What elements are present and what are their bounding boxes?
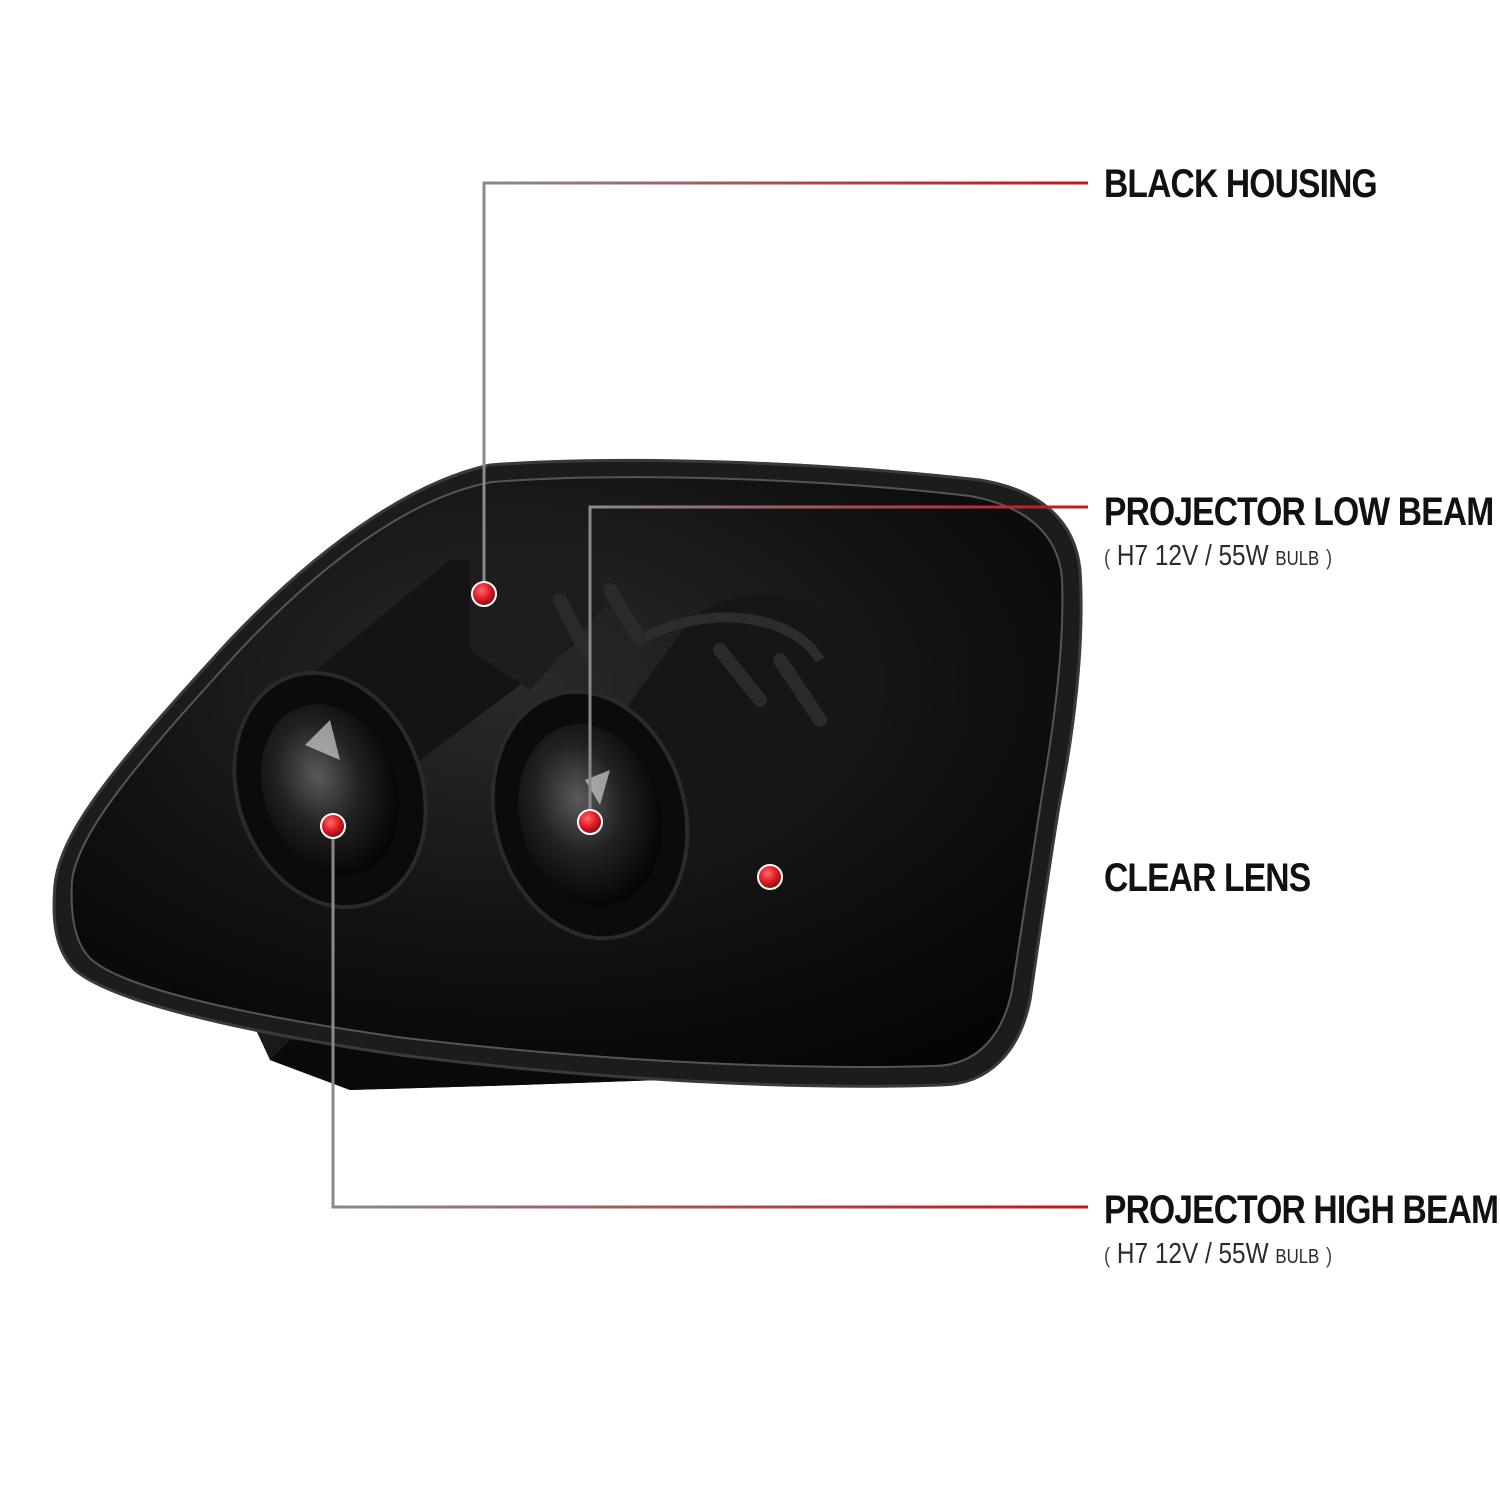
- callout-title-black-housing: BLACK HOUSING: [1104, 162, 1378, 206]
- red-dot-marker-icon: [471, 581, 497, 607]
- leader-line-low-beam: [588, 505, 1088, 822]
- callout-spec-high-beam: ( H7 12V / 55W BULB ): [1104, 1238, 1332, 1273]
- callout-title-projector-high-beam: PROJECTOR HIGH BEAM: [1104, 1188, 1499, 1232]
- leader-line-black-housing: [482, 181, 1088, 594]
- callout-title-projector-low-beam: PROJECTOR LOW BEAM: [1104, 490, 1494, 534]
- low-beam-lens: [490, 689, 690, 941]
- spec-bulb-type: H7: [1116, 1238, 1149, 1270]
- leader-line-high-beam: [331, 826, 1088, 1209]
- callout-title-clear-lens: CLEAR LENS: [1104, 856, 1311, 900]
- leader-lines: [331, 181, 1088, 1209]
- callout-spec-low-beam: ( H7 12V / 55W BULB ): [1104, 540, 1332, 575]
- spec-close-paren: ): [1326, 1243, 1333, 1268]
- high-beam-lens: [232, 670, 428, 910]
- callout-markers: [320, 581, 783, 890]
- spec-bulb-type: H7: [1116, 540, 1149, 572]
- spec-suffix: BULB: [1275, 548, 1320, 570]
- spec-open-paren: (: [1104, 1243, 1111, 1268]
- spec-suffix: BULB: [1275, 1246, 1320, 1268]
- spec-rating: 12V / 55W: [1154, 540, 1269, 572]
- red-dot-marker-icon: [757, 864, 783, 890]
- spec-rating: 12V / 55W: [1154, 1238, 1269, 1270]
- red-dot-marker-icon: [577, 809, 603, 835]
- spec-open-paren: (: [1104, 545, 1111, 570]
- red-dot-marker-icon: [320, 813, 346, 839]
- spec-close-paren: ): [1326, 545, 1333, 570]
